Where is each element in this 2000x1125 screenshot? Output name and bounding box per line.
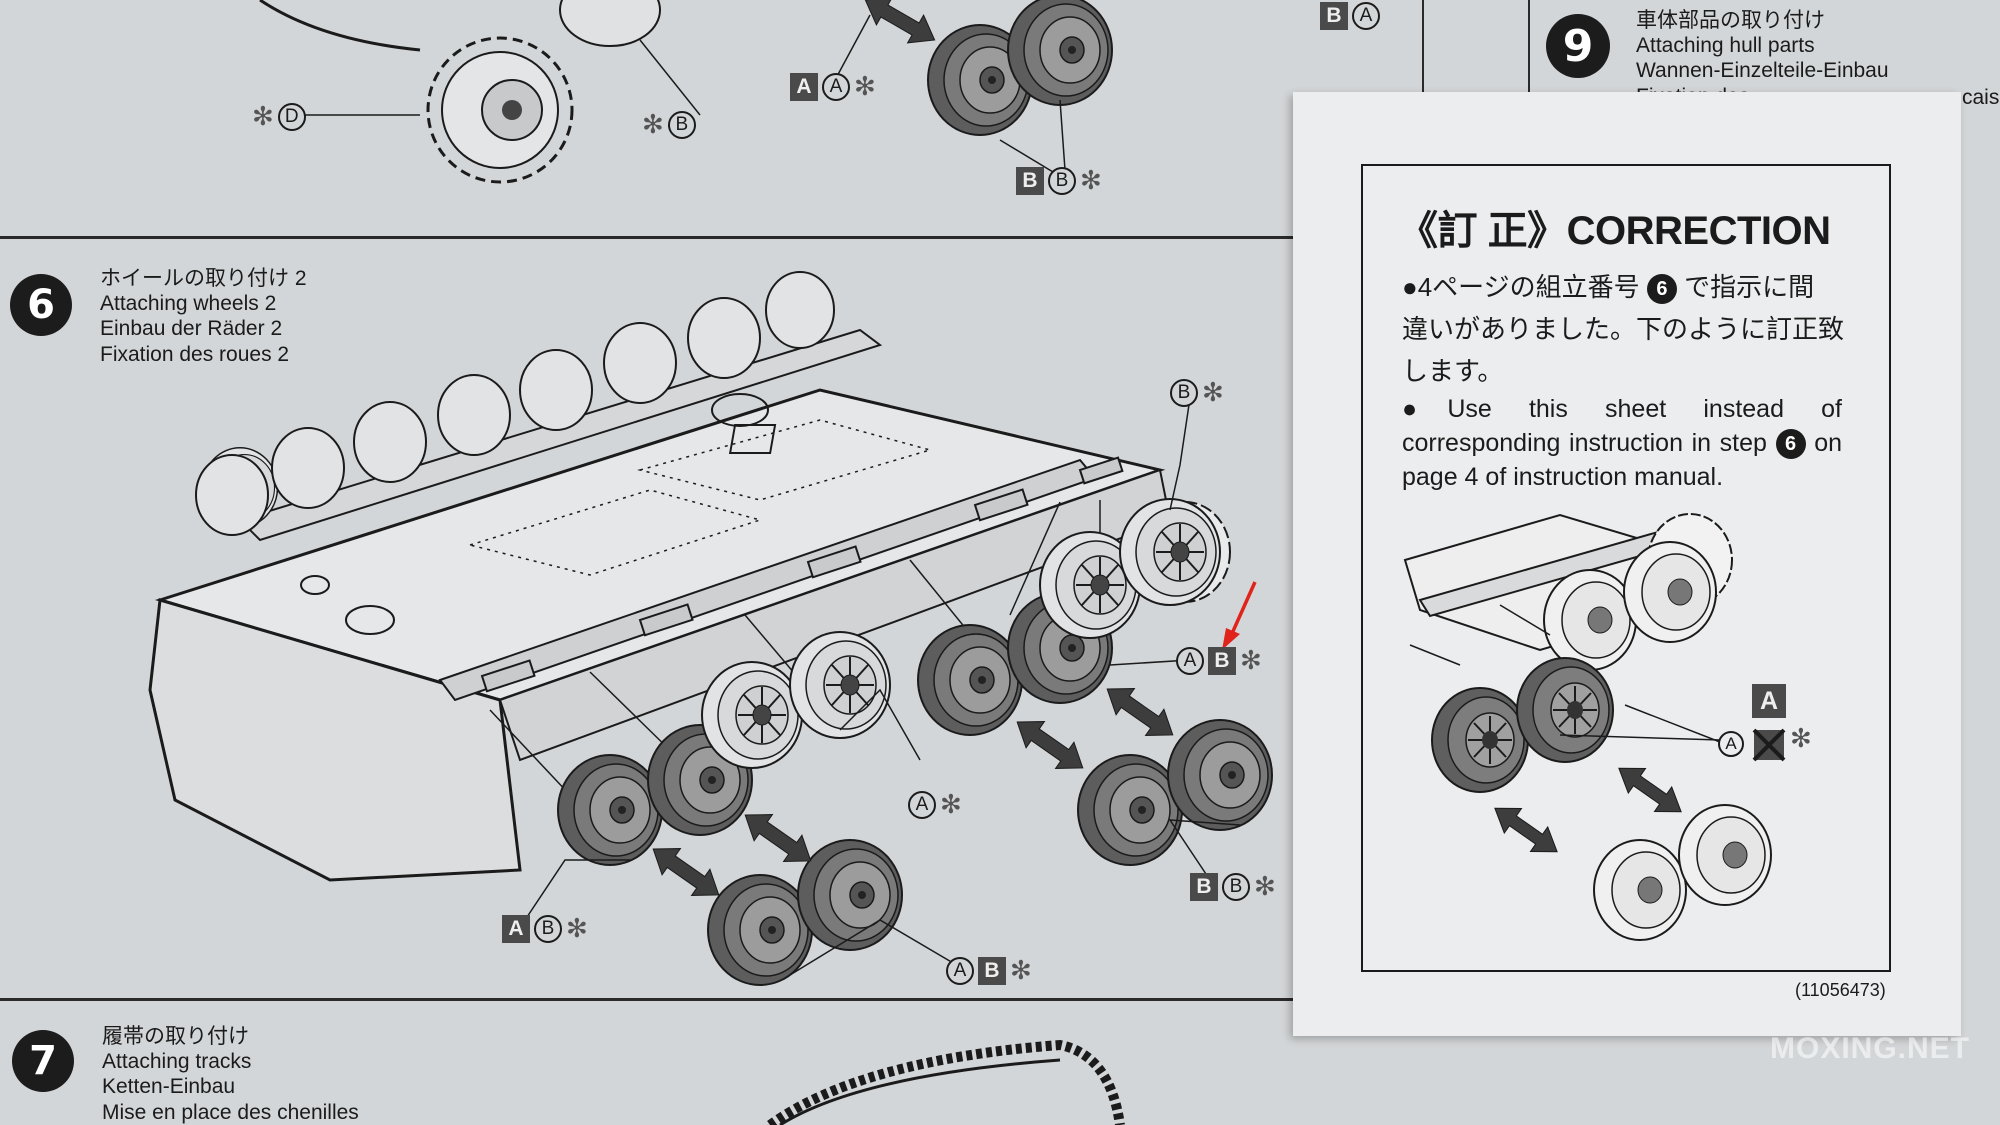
- sprue-icon: ✻: [566, 914, 588, 944]
- correction-ja-line2: 違いがありました。下のように訂正致: [1402, 314, 1845, 344]
- red-pointer-arrow: [1222, 581, 1257, 650]
- divider-vertical: [1422, 0, 1424, 100]
- suspension-arms: [480, 456, 1124, 693]
- part-label-a-circle: A: [1352, 2, 1380, 30]
- step5-sprocket: [426, 36, 574, 184]
- label-group-top-right-ba: B A: [1320, 2, 1380, 30]
- part-label-b-circle: B: [1170, 379, 1198, 407]
- correction-code: (11056473): [1795, 980, 1886, 1000]
- step7-title: 履帯の取り付け Attaching tracks Ketten-Einbau M…: [102, 1024, 359, 1125]
- correction-ja-line3: します。: [1402, 356, 1504, 386]
- correction-sprue: ✻: [1790, 724, 1812, 754]
- divider-vertical-2: [1528, 0, 1530, 100]
- step9-title-ja: 車体部品の取り付け: [1636, 9, 1825, 32]
- part-label-b-circle: B: [667, 111, 696, 139]
- step9-title-en: Attaching hull parts: [1636, 34, 1815, 58]
- assembly-leaders: [489, 500, 1101, 796]
- part-label-b-box-highlighted: B: [1208, 647, 1236, 675]
- correction-body: ●4ページの組立番号 6 で指示に間 違いがありました。下のように訂正致 します…: [1402, 266, 1845, 494]
- part-label-b-circle: B: [1222, 873, 1250, 901]
- step7-title-de: Ketten-Einbau: [102, 1075, 236, 1099]
- correction-step-number: 6: [1646, 274, 1677, 305]
- step9-number: 9: [1546, 14, 1610, 78]
- sprue-icon: ✻: [1080, 166, 1102, 196]
- part-label-d-circle: D: [277, 103, 306, 131]
- correction-ja-line1-post: で指示に間: [1684, 272, 1815, 302]
- part-label-a-circle: A: [946, 957, 974, 985]
- part-label-a-box: A: [502, 915, 530, 943]
- step6-title-de: Einbau der Räder 2: [100, 317, 283, 341]
- correction-en: ●Use this sheet instead of corresponding…: [1402, 392, 1842, 494]
- part-label-a-box: A: [790, 73, 818, 101]
- label-group-top-b: ✻ B: [642, 110, 696, 140]
- label-group-ab-bottom: A B ✻: [946, 956, 1032, 986]
- step9-title-fr-tail: cais: [1962, 86, 2000, 109]
- part-label-b-circle: B: [1048, 167, 1076, 195]
- sprue-icon: ✻: [854, 72, 876, 102]
- correction-ja-line1-pre: ●4ページの組立番号: [1402, 272, 1640, 302]
- sprue-icon: ✻: [1202, 378, 1224, 408]
- divider-top: [0, 236, 1330, 239]
- label-group-top-bb: B B ✻: [1016, 166, 1102, 196]
- correction-en-step-number: 6: [1775, 429, 1806, 460]
- correction-label-a-circle: A: [1718, 731, 1744, 757]
- label-group-ab-left: A B ✻: [502, 914, 588, 944]
- label-group-ab-arrowed: A B ✻: [1176, 646, 1262, 676]
- step6-title-ja: ホイールの取り付け 2: [100, 267, 307, 290]
- step6-title-en: Attaching wheels 2: [100, 292, 277, 316]
- hull-chassis: [148, 328, 1172, 882]
- sprue-icon: ✻: [1790, 724, 1812, 754]
- part-label-b-box: B: [978, 957, 1006, 985]
- label-group-a-middle: A ✻: [908, 790, 962, 820]
- part-label-b-circle: B: [534, 915, 562, 943]
- part-label-a-circle: A: [822, 73, 850, 101]
- part-label-b-box: B: [1190, 873, 1218, 901]
- sprue-icon: ✻: [940, 790, 962, 820]
- part-label-a-circle: A: [1718, 731, 1744, 757]
- label-group-b-top: B ✻: [1170, 378, 1224, 408]
- sprue-icon: ✻: [1254, 872, 1276, 902]
- correction-frame: [1361, 164, 1891, 972]
- correction-label-a-box: A: [1752, 684, 1786, 718]
- correction-en-pre: ●Use this sheet instead of corresponding…: [1402, 395, 1842, 457]
- step6-title: ホイールの取り付け 2 Attaching wheels 2 Einbau de…: [100, 266, 307, 367]
- label-group-top-aa: A A ✻: [790, 72, 876, 102]
- part-label-b-box: B: [1016, 167, 1044, 195]
- correction-ja-line1: ●4ページの組立番号 6 で指示に間: [1402, 266, 1842, 308]
- step6-title-fr: Fixation des roues 2: [100, 342, 290, 366]
- step7-title-en: Attaching tracks: [102, 1050, 252, 1074]
- step7-title-ja: 履帯の取り付け: [102, 1025, 249, 1048]
- step6-number: 6: [10, 274, 72, 336]
- divider-bottom: [0, 998, 1330, 1001]
- sprue-icon: ✻: [252, 102, 274, 132]
- step7-track: [767, 1039, 1125, 1125]
- part-label-a-circle: A: [1176, 647, 1204, 675]
- correction-title: 《訂 正》CORRECTION: [1398, 209, 1831, 253]
- label-group-bb-right: B B ✻: [1190, 872, 1276, 902]
- part-label-a-box: A: [1752, 684, 1786, 718]
- sprue-icon: ✻: [642, 110, 664, 140]
- sprue-icon: ✻: [1240, 646, 1262, 676]
- part-label-b-box: B: [1320, 2, 1348, 30]
- watermark: MOXING.NET: [1770, 1032, 1971, 1065]
- step9-title-de: Wannen-Einzelteile-Einbau: [1636, 59, 1889, 83]
- correction-en-post: on page 4 of instruction manual.: [1402, 429, 1842, 491]
- step7-number: 7: [12, 1030, 74, 1092]
- step5-wheel-top: [559, 0, 661, 47]
- label-group-top-left-d: ✻ D: [252, 102, 306, 132]
- part-label-a-circle: A: [908, 791, 936, 819]
- sprue-icon: ✻: [1010, 956, 1032, 986]
- step7-title-fr: Mise en place des chenilles: [102, 1100, 359, 1124]
- crossed-out-b-label: [1752, 728, 1786, 762]
